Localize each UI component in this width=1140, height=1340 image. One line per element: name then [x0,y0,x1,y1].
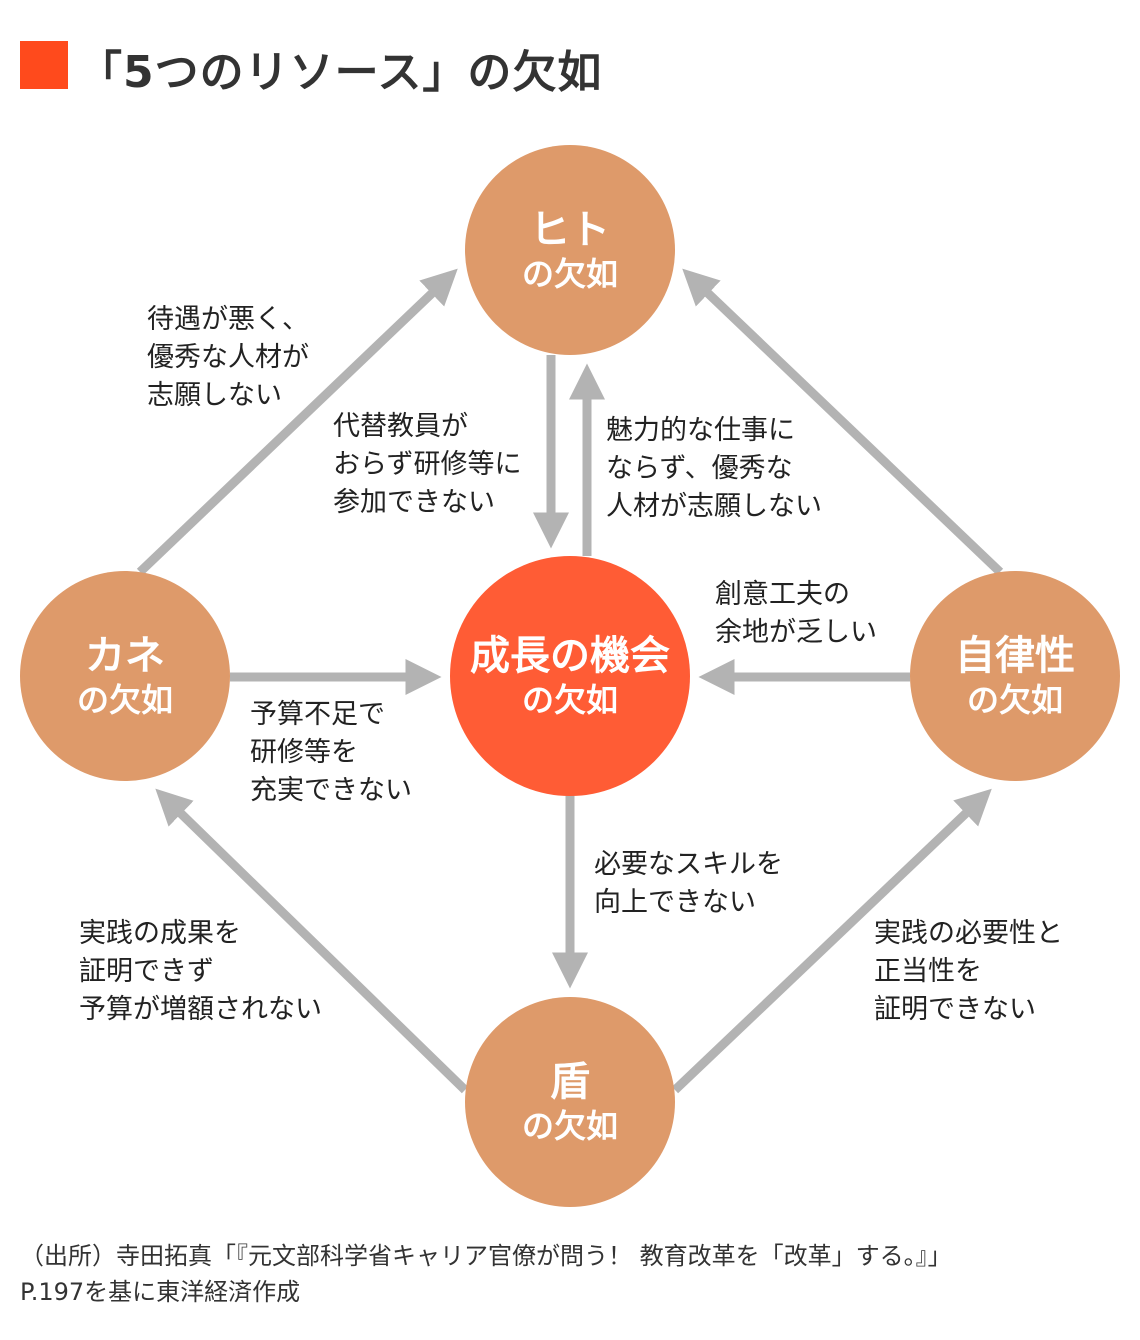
node-growth-sub: の欠如 [521,681,618,719]
node-hito-sub: の欠如 [521,255,618,293]
node-hito: ヒト の欠如 [465,145,675,355]
node-kane-sub: の欠如 [76,681,173,719]
label-bottom-to-right: 実践の必要性と 正当性を 証明できない [874,918,1063,1025]
label-center-to-top: 魅力的な仕事に ならず、優秀な 人材が志願しない [606,415,822,522]
label-left-to-center: 予算不足で 研修等を 充実できない [250,699,412,806]
source-note: （出所）寺田拓真「『元文部科学省キャリア官僚が問う！ 教育改革を「改革」する。』… [20,1238,952,1310]
arrow-bottom-to-left [155,788,469,1094]
label-center-to-bottom: 必要なスキルを 向上できない [594,849,783,918]
node-autonomy: 自律性 の欠如 [910,571,1120,781]
diagram-title: 「5つのリソース」の欠如 [78,47,603,98]
label-left-to-top: 待遇が悪く、 優秀な人材が 志願しない [147,304,309,411]
label-right-to-center: 創意工夫の 余地が乏しい [715,579,877,648]
node-autonomy-title: 自律性 [955,633,1075,679]
label-bottom-to-left: 実践の成果を 証明できず 予算が増額されない [79,918,322,1025]
source-line-1: （出所）寺田拓真「『元文部科学省キャリア官僚が問う！ 教育改革を「改革」する。』… [20,1242,952,1270]
node-kane: カネ の欠如 [20,571,230,781]
node-kane-title: カネ [85,633,165,679]
node-shield-title: 盾 [550,1059,590,1105]
node-growth: 成長の機会 の欠如 [450,556,690,796]
title-marker [20,41,68,89]
node-shield: 盾 の欠如 [465,997,675,1207]
label-top-to-center: 代替教員が おらず研修等に 参加できない [333,411,522,518]
source-line-2: P.197を基に東洋経済作成 [20,1278,301,1306]
node-shield-sub: の欠如 [521,1107,618,1145]
node-hito-title: ヒト [530,207,610,253]
arrow-left-to-top [136,268,458,576]
node-autonomy-sub: の欠如 [966,681,1063,719]
arrow-right-to-top [682,268,1004,576]
arrow-bottom-to-right [671,788,992,1094]
node-growth-title: 成長の機会 [470,633,670,679]
